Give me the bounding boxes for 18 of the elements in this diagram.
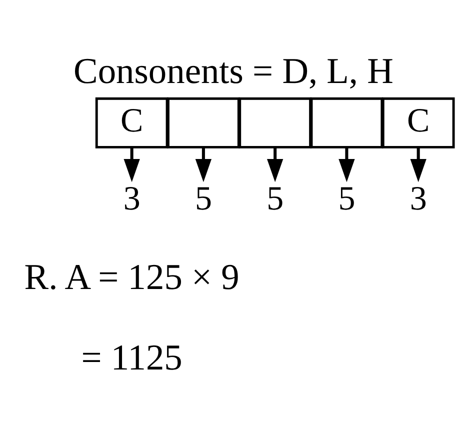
node-box (167, 97, 240, 148)
node-box (238, 97, 312, 148)
node-box: C (95, 97, 168, 148)
arrow (410, 147, 426, 182)
node-box (310, 97, 384, 148)
arrow (338, 147, 355, 182)
node-text: 3 (123, 180, 140, 218)
node-text: 5 (266, 180, 284, 218)
node-text: 3 (410, 180, 427, 218)
node-text: 5 (194, 180, 212, 218)
arrow (124, 147, 140, 182)
label: = 1125 (81, 337, 182, 378)
arrow (195, 147, 212, 182)
label: R. A = 125 × 9 (24, 257, 240, 298)
diagram-title: Consonents = D, L, H (74, 50, 394, 91)
node-text: 5 (338, 180, 356, 218)
arrow (267, 147, 284, 182)
node-box: C (382, 97, 455, 148)
